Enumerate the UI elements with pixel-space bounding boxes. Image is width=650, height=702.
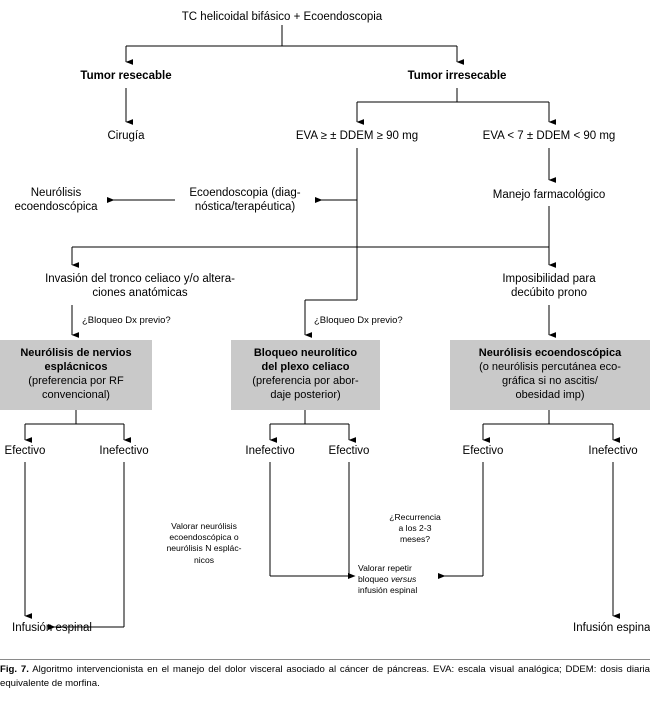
annotation-recurrencia-line2: a los 2-3 [398,523,432,534]
node-ecoendoscopia-line2: nóstica/terapéutica) [194,201,296,214]
node-tumor-resecable: Tumor resecable [46,69,206,83]
node-eva-high: EVA ≥ ± DDEM ≥ 90 mg [262,129,452,143]
outcome-left-efectivo-label: Efectivo [4,445,46,457]
caption-divider [0,659,650,660]
node-tumor-irresecable-label: Tumor irresecable [407,70,507,82]
figure-caption-label: Fig. 7. [0,664,29,675]
outcome-right-inefectivo-label: Inefectivo [588,445,638,457]
box1-title-line1: Neurólisis de nervios [20,347,132,360]
outcome-mid-efectivo: Efectivo [309,444,389,458]
figure-caption: Fig. 7. Algoritmo intervencionista en el… [0,663,650,691]
node-neurolisis-ecoendoscopica-line1: Neurólisis [30,187,82,199]
node-neurolisis-ecoendoscopica-line2: ecoendoscópica [14,201,98,214]
terminal-infusion-espinal-left-label: Infusión espinal [12,622,92,634]
node-manejo-farmacologico: Manejo farmacológico [459,188,639,202]
annotation-valorar-neurolisis-line1: Valorar neurólisis [171,521,237,531]
node-root-label: TC helicoidal bifásico + Ecoendoscopia [181,11,383,23]
node-neurolisis-ecoendoscopica: Neurólisis ecoendoscópica [6,186,106,214]
annotation-valorar-repetir-line3: infusión espinal [358,585,418,596]
box3-title-line1: Neurólisis ecoendoscópica [478,347,622,360]
label-bloqueo-dx-left: ¿Bloqueo Dx previo? [82,315,212,327]
box1-sub-line1: (preferencia por RF [28,375,124,387]
terminal-infusion-espinal-right-label: Infusión espinal [573,622,650,634]
figure-caption-text: Algoritmo intervencionista en el manejo … [0,664,650,689]
annotation-recurrencia-line3: meses? [399,534,431,545]
node-root: TC helicoidal bifásico + Ecoendoscopia [152,10,412,24]
box-bloqueo-neurolitico-plexo-celiaco[interactable]: Bloqueo neurolítico del plexo celiaco (p… [231,340,380,410]
annotation-valorar-neurolisis-line3: neurólisis N esplác- [166,543,242,554]
node-imposibilidad-decubito: Imposibilidad para decúbito prono [464,272,634,300]
node-ecoendoscopia-line1: Ecoendoscopia (diag- [189,187,301,199]
annotation-recurrencia: ¿Recurrencia a los 2-3 meses? [365,512,465,546]
box3-sub-line2: gráfica si no ascitis/ [502,375,598,387]
terminal-infusion-espinal-left: Infusión espinal [0,621,132,635]
box2-sub-line2: daje posterior) [270,388,341,401]
outcome-left-inefectivo: Inefectivo [80,444,168,458]
box1-sub-line2: convencional) [42,388,110,401]
flowchart-connectors [24,25,621,630]
node-invasion-line1: Invasión del tronco celiaco y/o altera- [45,273,235,285]
annotation-recurrencia-line1: ¿Recurrencia [389,512,441,522]
label-bloqueo-dx-mid-text: ¿Bloqueo Dx previo? [314,315,403,326]
box1-title-line2: esplácnicos [44,361,108,374]
node-eva-low: EVA < 7 ± DDEM < 90 mg [454,129,644,143]
annotation-valorar-repetir: Valorar repetir bloqueo versus infusión … [358,563,466,597]
node-invasion-tronco-celiaco: Invasión del tronco celiaco y/o altera- … [4,272,276,300]
box2-sub-line1: (preferencia por abor- [252,375,359,387]
node-tumor-resecable-label: Tumor resecable [80,70,172,82]
terminal-infusion-espinal-right: Infusión espinal [533,621,650,635]
annotation-valorar-neurolisis-line4: nicos [193,554,215,565]
node-ecoendoscopia: Ecoendoscopia (diag- nóstica/terapéutica… [180,186,310,214]
box-neurolisis-ecoendoscopica[interactable]: Neurólisis ecoendoscópica (o neurólisis … [450,340,650,410]
outcome-left-inefectivo-label: Inefectivo [99,445,149,457]
outcome-right-inefectivo: Inefectivo [569,444,650,458]
label-bloqueo-dx-mid: ¿Bloqueo Dx previo? [314,315,444,327]
annotation-valorar-neurolisis: Valorar neurólisis ecoendoscópica o neur… [142,521,266,566]
box3-sub-line3: obesidad imp) [515,388,585,401]
node-imposibilidad-line2: decúbito prono [510,287,588,300]
node-imposibilidad-line1: Imposibilidad para [502,273,596,285]
annotation-valorar-repetir-line1: Valorar repetir [358,563,412,573]
outcome-right-efectivo: Efectivo [443,444,523,458]
label-bloqueo-dx-left-text: ¿Bloqueo Dx previo? [82,315,171,326]
node-eva-high-label: EVA ≥ ± DDEM ≥ 90 mg [295,130,419,142]
node-cirugia: Cirugía [66,129,186,143]
box2-title-line2: del plexo celiaco [261,361,350,374]
outcome-mid-inefectivo: Inefectivo [226,444,314,458]
outcome-left-efectivo: Efectivo [0,444,65,458]
node-tumor-irresecable: Tumor irresecable [377,69,537,83]
annotation-versus-italic: versus [390,574,417,585]
node-cirugia-label: Cirugía [107,130,145,142]
outcome-mid-efectivo-label: Efectivo [328,445,370,457]
annotation-valorar-repetir-line2: bloqueo versus [358,574,466,585]
outcome-right-efectivo-label: Efectivo [462,445,504,457]
box3-sub-line1: (o neurólisis percutánea eco- [479,361,621,374]
node-eva-low-label: EVA < 7 ± DDEM < 90 mg [482,130,616,142]
node-invasion-line2: ciones anatómicas [92,287,188,300]
box2-title-line1: Bloqueo neurolítico [253,347,358,360]
box-neurolisis-nervios-esplacnicos[interactable]: Neurólisis de nervios esplácnicos (prefe… [0,340,152,410]
annotation-valorar-neurolisis-line2: ecoendoscópica o [169,532,239,543]
outcome-mid-inefectivo-label: Inefectivo [245,445,295,457]
node-manejo-farmacologico-label: Manejo farmacológico [492,189,606,201]
annotation-valorar-repetir-line2-pre: bloqueo [358,574,391,585]
